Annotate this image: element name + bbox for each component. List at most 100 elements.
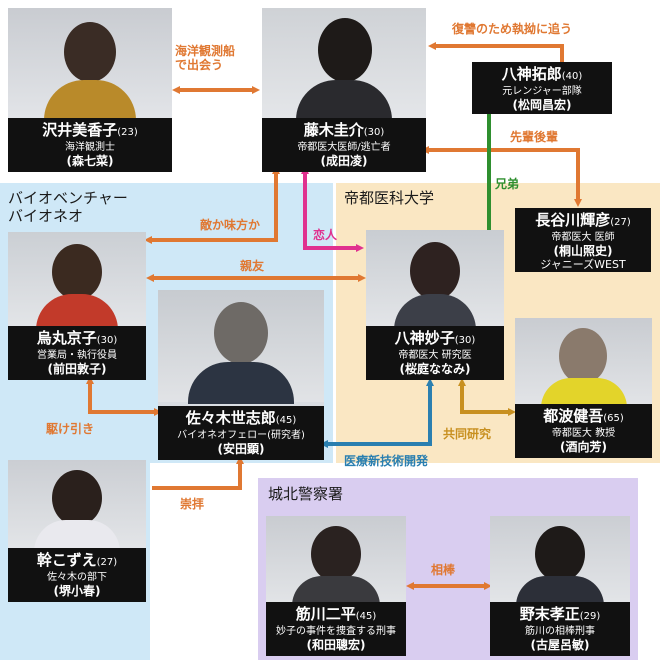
card-sawai[interactable]: 沢井美香子(23) 海洋観測士 (森七菜) <box>8 8 172 172</box>
card-yagami-taeko[interactable]: 八神妙子(30) 帝都医大 研究医 (桜庭ななみ) <box>366 230 504 380</box>
label-partners: 相棒 <box>431 563 456 577</box>
character-name: 筋川二平 <box>295 605 356 623</box>
character-name: 佐々木世志郎 <box>185 409 276 427</box>
portrait-photo <box>490 516 630 606</box>
label-brothers: 兄弟 <box>495 177 520 191</box>
character-name: 八神拓郎 <box>501 65 562 83</box>
name-plate: 野末孝正(29) 筋川の相棒刑事 (古屋呂敏) <box>490 602 630 656</box>
edge-worship <box>152 456 244 490</box>
character-name: 八神妙子 <box>394 329 455 347</box>
card-nozue[interactable]: 野末孝正(29) 筋川の相棒刑事 (古屋呂敏) <box>490 516 630 656</box>
actor-name: (森七菜) <box>66 154 114 168</box>
character-age: (45) <box>275 415 297 426</box>
character-age: (40) <box>561 71 583 82</box>
edge-lovers <box>301 166 364 252</box>
name-plate: 八神拓郎(40) 元レンジャー部隊 (松岡昌宏) <box>472 62 612 114</box>
card-yagami-takuro[interactable]: 八神拓郎(40) 元レンジャー部隊 (松岡昌宏) <box>472 62 612 114</box>
card-hasegawa[interactable]: 長谷川輝彦(27) 帝都医大 医師 (桐山照史) ジャニーズWEST <box>515 208 651 272</box>
label-joint-research: 共同研究 <box>443 427 492 441</box>
name-plate: 長谷川輝彦(27) 帝都医大 医師 (桐山照史) ジャニーズWEST <box>515 208 651 272</box>
character-name: 沢井美香子 <box>42 121 118 139</box>
character-name: 長谷川輝彦 <box>535 211 611 229</box>
character-role: 海洋観測士 <box>65 142 115 153</box>
actor-name: (前田敦子) <box>47 362 107 376</box>
character-age: (30) <box>363 127 385 138</box>
actor-name: (桐山照史) <box>553 244 613 258</box>
character-name: 都波健吾 <box>543 407 604 425</box>
character-role: 営業局・執行役員 <box>37 350 117 361</box>
portrait-photo <box>8 232 146 330</box>
character-role: バイオネオフェロー(研究者) <box>177 430 305 441</box>
name-plate: 筋川二平(45) 妙子の事件を捜査する刑事 (和田聰宏) <box>266 602 406 656</box>
actor-name: (堺小春) <box>53 584 101 598</box>
character-age: (65) <box>603 413 624 424</box>
name-plate: 沢井美香子(23) 海洋観測士 (森七菜) <box>8 118 172 172</box>
name-plate: 佐々木世志郎(45) バイオネオフェロー(研究者) (安田顕) <box>158 406 324 460</box>
actor-name: (桜庭ななみ) <box>399 362 471 376</box>
character-role: 佐々木の部下 <box>47 572 107 583</box>
character-age: (30) <box>454 335 476 346</box>
character-age: (23) <box>117 127 138 138</box>
character-age: (30) <box>96 335 118 346</box>
portrait-photo <box>158 290 324 404</box>
actor-group: ジャニーズWEST <box>540 258 626 271</box>
label-best-friends: 親友 <box>240 259 265 273</box>
portrait-photo <box>8 8 172 120</box>
name-plate: 烏丸京子(30) 営業局・執行役員 (前田敦子) <box>8 326 146 380</box>
edge-enemy-friend <box>144 166 280 244</box>
character-age: (29) <box>579 611 601 622</box>
edge-yagami-t-fujiki <box>428 42 564 62</box>
portrait-photo <box>266 516 406 606</box>
character-role: 筋川の相棒刑事 <box>525 626 595 637</box>
label-senpai: 先輩後輩 <box>510 130 559 144</box>
character-role: 帝都医大医師/逃亡者 <box>297 142 391 153</box>
card-karasuma[interactable]: 烏丸京子(30) 営業局・執行役員 (前田敦子) <box>8 232 146 380</box>
actor-name: (酒向芳) <box>560 440 607 454</box>
actor-name: (松岡昌宏) <box>512 98 572 112</box>
character-role: 妙子の事件を捜査する刑事 <box>276 626 396 637</box>
label-yagami-t-fujiki: 復讐のため執拗に追う <box>452 22 573 36</box>
character-role: 帝都医大 教授 <box>551 428 616 439</box>
card-miki[interactable]: 幹こずえ(27) 佐々木の部下 (堺小春) <box>8 460 146 602</box>
label-sawai-fujiki: 海洋観測船 で出会う <box>175 44 236 72</box>
card-sasaki[interactable]: 佐々木世志郎(45) バイオネオフェロー(研究者) (安田顕) <box>158 290 324 460</box>
label-tug-of-war: 駆け引き <box>46 422 95 436</box>
edge-joint-research <box>458 378 516 416</box>
portrait-photo <box>8 460 146 552</box>
actor-name: (安田顕) <box>217 442 265 456</box>
actor-name: (和田聰宏) <box>306 638 366 652</box>
character-role: 元レンジャー部隊 <box>502 86 582 97</box>
card-fujiki[interactable]: 藤木圭介(30) 帝都医大医師/逃亡者 (成田凌) <box>262 8 426 172</box>
character-name: 烏丸京子 <box>36 329 97 347</box>
card-sujikawa[interactable]: 筋川二平(45) 妙子の事件を捜査する刑事 (和田聰宏) <box>266 516 406 656</box>
portrait-photo <box>366 230 504 330</box>
character-name: 幹こずえ <box>36 551 97 569</box>
actor-name: (古屋呂敏) <box>530 638 590 652</box>
group-title-police: 城北警察署 <box>268 485 344 503</box>
character-age: (27) <box>610 217 631 228</box>
name-plate: 都波健吾(65) 帝都医大 教授 (酒向芳) <box>515 404 652 458</box>
name-plate: 藤木圭介(30) 帝都医大医師/逃亡者 (成田凌) <box>262 118 426 172</box>
edge-medical-tech <box>320 378 434 448</box>
card-tsuba[interactable]: 都波健吾(65) 帝都医大 教授 (酒向芳) <box>515 318 652 458</box>
name-plate: 幹こずえ(27) 佐々木の部下 (堺小春) <box>8 548 146 602</box>
label-lovers: 恋人 <box>313 228 338 242</box>
label-medical-tech: 医療新技術開発 <box>344 454 429 468</box>
portrait-photo <box>515 318 652 408</box>
character-age: (45) <box>355 611 377 622</box>
group-title-univ: 帝都医科大学 <box>344 189 435 207</box>
character-role: 帝都医大 医師 <box>551 232 615 243</box>
edge-tug-of-war <box>86 376 162 416</box>
character-role: 帝都医大 研究医 <box>398 350 472 361</box>
portrait-photo <box>262 8 426 120</box>
character-name: 藤木圭介 <box>303 121 364 139</box>
edge-senpai <box>421 146 582 207</box>
label-worship: 崇拝 <box>180 497 205 511</box>
character-name: 野末孝正 <box>519 605 580 623</box>
group-title-bioneo: バイオベンチャー バイオネオ <box>8 189 128 225</box>
label-enemy-friend: 敵か味方か <box>200 218 261 232</box>
actor-name: (成田凌) <box>320 154 368 168</box>
name-plate: 八神妙子(30) 帝都医大 研究医 (桜庭ななみ) <box>366 326 504 380</box>
character-age: (27) <box>96 557 118 568</box>
